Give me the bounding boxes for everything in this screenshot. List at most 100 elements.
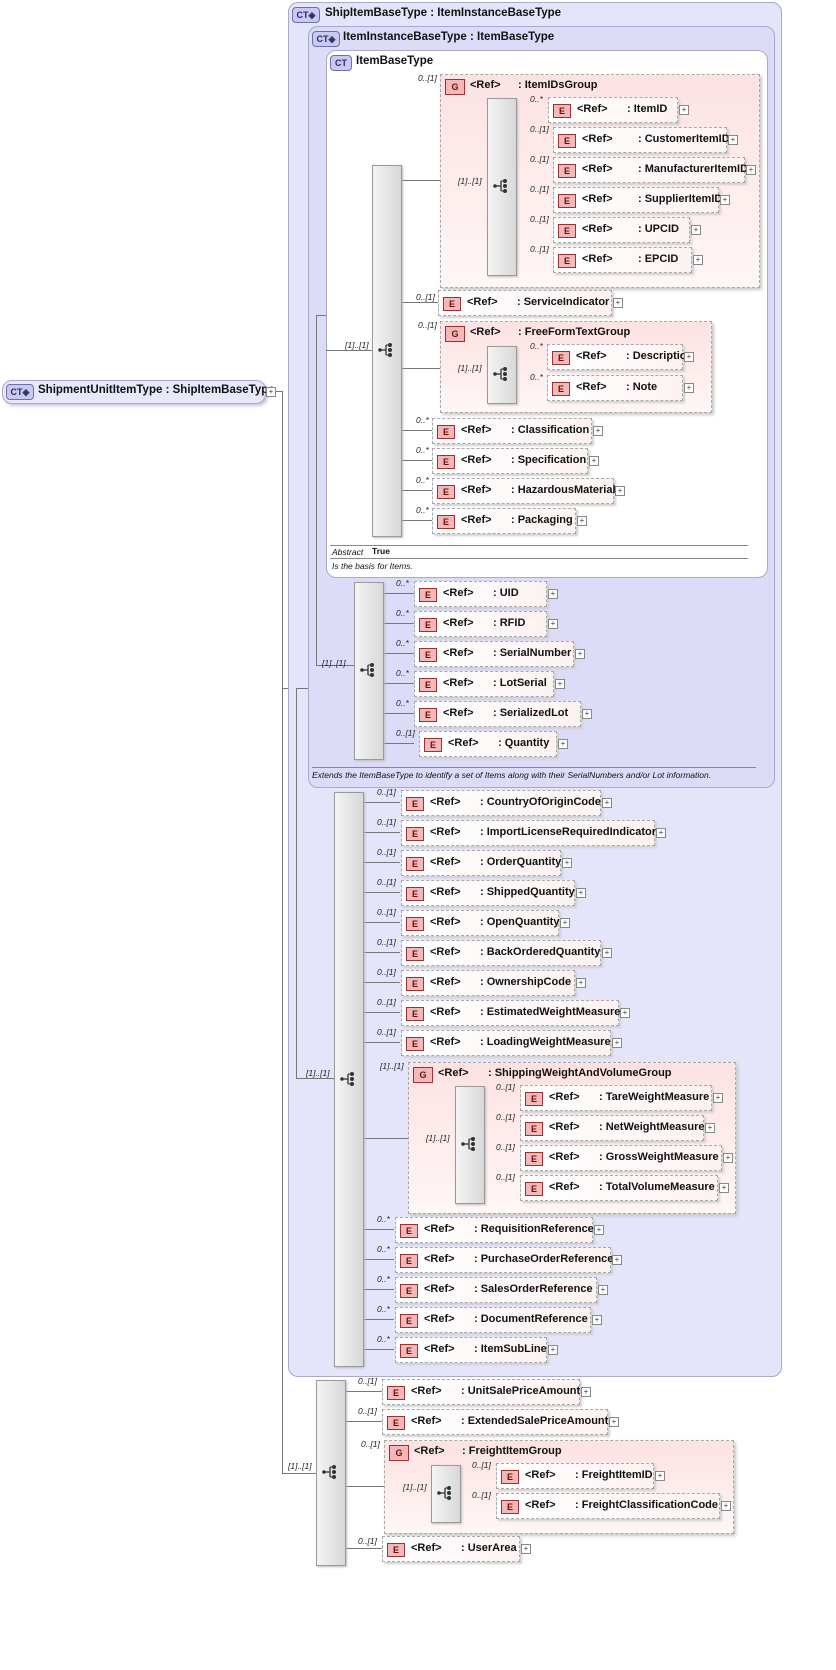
element-ref[interactable]: E<Ref>: UserArea: [382, 1536, 520, 1562]
sequence-compositor[interactable]: [487, 98, 517, 276]
element-ref[interactable]: E<Ref>: FreightItemID: [496, 1463, 654, 1489]
element-ref[interactable]: E<Ref>: OwnershipCode: [401, 970, 575, 996]
element-ref[interactable]: E<Ref>: RFID: [414, 611, 547, 637]
expand-icon[interactable]: +: [548, 1345, 558, 1355]
expand-icon[interactable]: +: [576, 888, 586, 898]
expand-icon[interactable]: +: [558, 739, 568, 749]
element-ref[interactable]: E<Ref>: ServiceIndicator: [438, 290, 612, 316]
element-ref[interactable]: E<Ref>: SerializedLot: [414, 701, 581, 727]
expand-icon[interactable]: +: [693, 255, 703, 265]
element-ref[interactable]: E<Ref>: PurchaseOrderReference: [395, 1247, 613, 1273]
element-ref[interactable]: E<Ref>: FreightClassificationCode: [496, 1493, 720, 1519]
sequence-compositor[interactable]: [455, 1086, 485, 1204]
element-ref[interactable]: E<Ref>: ExtendedSalePriceAmount: [382, 1409, 608, 1435]
connector-line: [316, 315, 326, 316]
expand-icon[interactable]: +: [577, 516, 587, 526]
expand-icon[interactable]: +: [589, 456, 599, 466]
expand-icon[interactable]: +: [575, 649, 585, 659]
element-ref[interactable]: E<Ref>: CountryOfOriginCode: [401, 790, 601, 816]
element-ref[interactable]: E<Ref>: OrderQuantity: [401, 850, 561, 876]
element-ref[interactable]: E<Ref>: HazardousMaterial: [432, 478, 616, 504]
expand-icon[interactable]: +: [521, 1544, 531, 1554]
expand-icon[interactable]: +: [723, 1153, 733, 1163]
expand-icon[interactable]: +: [548, 589, 558, 599]
element-ref[interactable]: E<Ref>: GrossWeightMeasure: [520, 1145, 722, 1171]
element-ref[interactable]: E<Ref>: ItemSubLine: [395, 1337, 547, 1363]
expand-icon[interactable]: +: [612, 1038, 622, 1048]
element-ref[interactable]: E<Ref>: Description: [547, 344, 693, 370]
element-ref[interactable]: E<Ref>: DocumentReference: [395, 1307, 591, 1333]
sequence-compositor[interactable]: [334, 792, 364, 1367]
element-ref[interactable]: E<Ref>: OpenQuantity: [401, 910, 559, 936]
expand-icon[interactable]: +: [576, 978, 586, 988]
expand-icon[interactable]: +: [684, 383, 694, 393]
element-ref[interactable]: E<Ref>: UID: [414, 581, 547, 607]
element-ref[interactable]: E<Ref>: EstimatedWeightMeasure: [401, 1000, 620, 1026]
expand-icon[interactable]: +: [598, 1285, 608, 1295]
element-ref[interactable]: E<Ref>: Specification: [432, 448, 588, 474]
element-ref[interactable]: E<Ref>: LoadingWeightMeasure: [401, 1030, 611, 1056]
expand-icon[interactable]: +: [555, 679, 565, 689]
expand-icon[interactable]: +: [720, 195, 730, 205]
element-ref[interactable]: E<Ref>: EPCID: [553, 247, 692, 273]
sequence-compositor[interactable]: [316, 1380, 346, 1566]
element-ref[interactable]: E<Ref>: BackOrderedQuantity: [401, 940, 601, 966]
expand-icon[interactable]: +: [594, 1225, 604, 1235]
element-ref[interactable]: E<Ref>: Packaging: [432, 508, 576, 534]
expand-icon[interactable]: +: [560, 918, 570, 928]
element-ref[interactable]: E<Ref>: RequisitionReference: [395, 1217, 594, 1243]
expand-icon[interactable]: +: [562, 858, 572, 868]
expand-icon[interactable]: +: [613, 298, 623, 308]
expand-icon[interactable]: +: [266, 387, 276, 397]
expand-icon[interactable]: +: [721, 1501, 731, 1511]
element-ref[interactable]: E<Ref>: TareWeightMeasure: [520, 1085, 712, 1111]
element-name: : Specification: [511, 454, 587, 466]
expand-icon[interactable]: +: [602, 798, 612, 808]
expand-icon[interactable]: +: [656, 828, 666, 838]
element-ref[interactable]: E<Ref>: UnitSalePriceAmount: [382, 1379, 580, 1405]
element-ref[interactable]: E<Ref>: SupplierItemID: [553, 187, 722, 213]
element-ref[interactable]: E<Ref>: ImportLicenseRequiredIndicator: [401, 820, 656, 846]
expand-icon[interactable]: +: [655, 1471, 665, 1481]
element-ref[interactable]: E<Ref>: ShippedQuantity: [401, 880, 575, 906]
expand-icon[interactable]: +: [548, 619, 558, 629]
element-ref[interactable]: E<Ref>: Quantity: [419, 731, 557, 757]
expand-icon[interactable]: +: [719, 1183, 729, 1193]
sequence-compositor[interactable]: [487, 346, 517, 404]
element-ref[interactable]: E<Ref>: SalesOrderReference: [395, 1277, 597, 1303]
element-ref[interactable]: E<Ref>: CustomerItemID: [553, 127, 730, 153]
sequence-compositor[interactable]: [354, 582, 384, 760]
element-ref[interactable]: E<Ref>: ManufacturerItemID: [553, 157, 748, 183]
expand-icon[interactable]: +: [602, 948, 612, 958]
element-name: : UnitSalePriceAmount: [461, 1385, 581, 1397]
expand-icon[interactable]: +: [620, 1008, 630, 1018]
expand-icon[interactable]: +: [746, 165, 756, 175]
expand-icon[interactable]: +: [593, 426, 603, 436]
expand-icon[interactable]: +: [713, 1093, 723, 1103]
element-ref[interactable]: E<Ref>: TotalVolumeMeasure: [520, 1175, 718, 1201]
expand-icon[interactable]: +: [612, 1255, 622, 1265]
element-badge-icon: E: [406, 827, 424, 841]
expand-icon[interactable]: +: [705, 1123, 715, 1133]
expand-icon[interactable]: +: [581, 1387, 591, 1397]
expand-icon[interactable]: +: [691, 225, 701, 235]
element-ref[interactable]: E<Ref>: Classification: [432, 418, 592, 444]
expand-icon[interactable]: +: [684, 352, 694, 362]
element-ref[interactable]: E<Ref>: NetWeightMeasure: [520, 1115, 705, 1141]
element-ref[interactable]: E<Ref>: LotSerial: [414, 671, 554, 697]
sequence-compositor[interactable]: [431, 1465, 461, 1523]
element-ref[interactable]: E<Ref>: Note: [547, 375, 683, 401]
expand-icon[interactable]: +: [679, 105, 689, 115]
expand-icon[interactable]: +: [728, 135, 738, 145]
connector-line: [382, 743, 414, 744]
element-name: : ExtendedSalePriceAmount: [461, 1415, 609, 1427]
element-ref[interactable]: E<Ref>: UPCID: [553, 217, 690, 243]
root-type-box[interactable]: [2, 380, 266, 404]
expand-icon[interactable]: +: [592, 1315, 602, 1325]
element-ref[interactable]: E<Ref>: SerialNumber: [414, 641, 574, 667]
expand-icon[interactable]: +: [609, 1417, 619, 1427]
element-ref[interactable]: E<Ref>: ItemID: [548, 97, 678, 123]
expand-icon[interactable]: +: [582, 709, 592, 719]
sequence-compositor[interactable]: [372, 165, 402, 537]
expand-icon[interactable]: +: [615, 486, 625, 496]
